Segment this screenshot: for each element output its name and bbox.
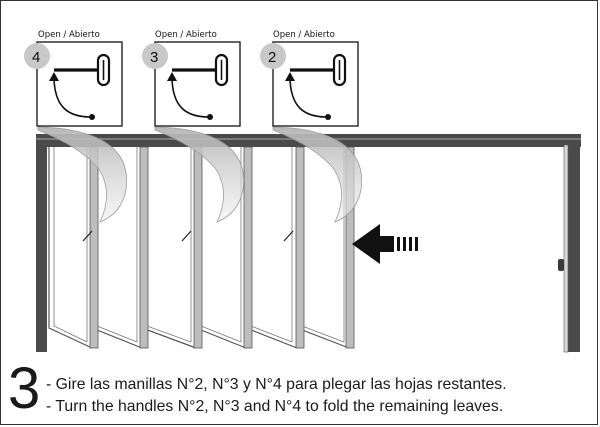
left-jamb: [36, 145, 47, 352]
handle-number: 3: [150, 49, 158, 66]
door-leaf: [141, 147, 197, 349]
step-number: 3: [8, 356, 41, 421]
leaf-profile: [89, 146, 99, 349]
handle-number: 2: [268, 49, 276, 66]
open-label-handle-2: Open / Abierto: [273, 30, 335, 40]
handle-callouts: 4 3 2: [24, 41, 359, 127]
handle-swing-indicators: [37, 126, 363, 223]
handle-callout-box: 3: [142, 41, 241, 127]
leaf-profile: [193, 146, 203, 349]
handle-callout-box: 2: [260, 41, 359, 127]
leaf-profile: [243, 146, 253, 349]
instruction-spanish: - Gire las manillas N°2, N°3 y N°4 para …: [46, 376, 507, 393]
handle-number: 4: [32, 49, 40, 66]
open-label-handle-4: Open / Abierto: [38, 30, 100, 40]
handle-number-badge: [260, 43, 286, 69]
leaf-handle: [82, 230, 93, 242]
handle-callout-box: 4: [24, 41, 123, 127]
leaf-handle: [283, 230, 294, 242]
swing-arc: [272, 126, 363, 223]
right-jamb-inner: [563, 144, 569, 353]
leaf-profile: [139, 146, 149, 349]
leaf-handle: [181, 230, 192, 242]
door-leaf: [245, 147, 298, 349]
open-label-handle-3: Open / Abierto: [155, 30, 217, 40]
leaf-profile: [345, 146, 355, 349]
handle-number-badge: [142, 43, 168, 69]
leaf-profile: [295, 146, 305, 349]
swing-arc: [154, 126, 245, 223]
fold-direction-arrow: [352, 224, 418, 264]
right-jamb: [568, 145, 580, 352]
instruction-english: - Turn the handles N°2, N°3 and N°4 to f…: [46, 398, 504, 415]
handle-number-badge: [24, 43, 50, 69]
door-latch: [558, 259, 564, 271]
door-leaf: [48, 147, 93, 349]
swing-arc: [37, 126, 128, 223]
folded-leaves: [48, 146, 355, 349]
